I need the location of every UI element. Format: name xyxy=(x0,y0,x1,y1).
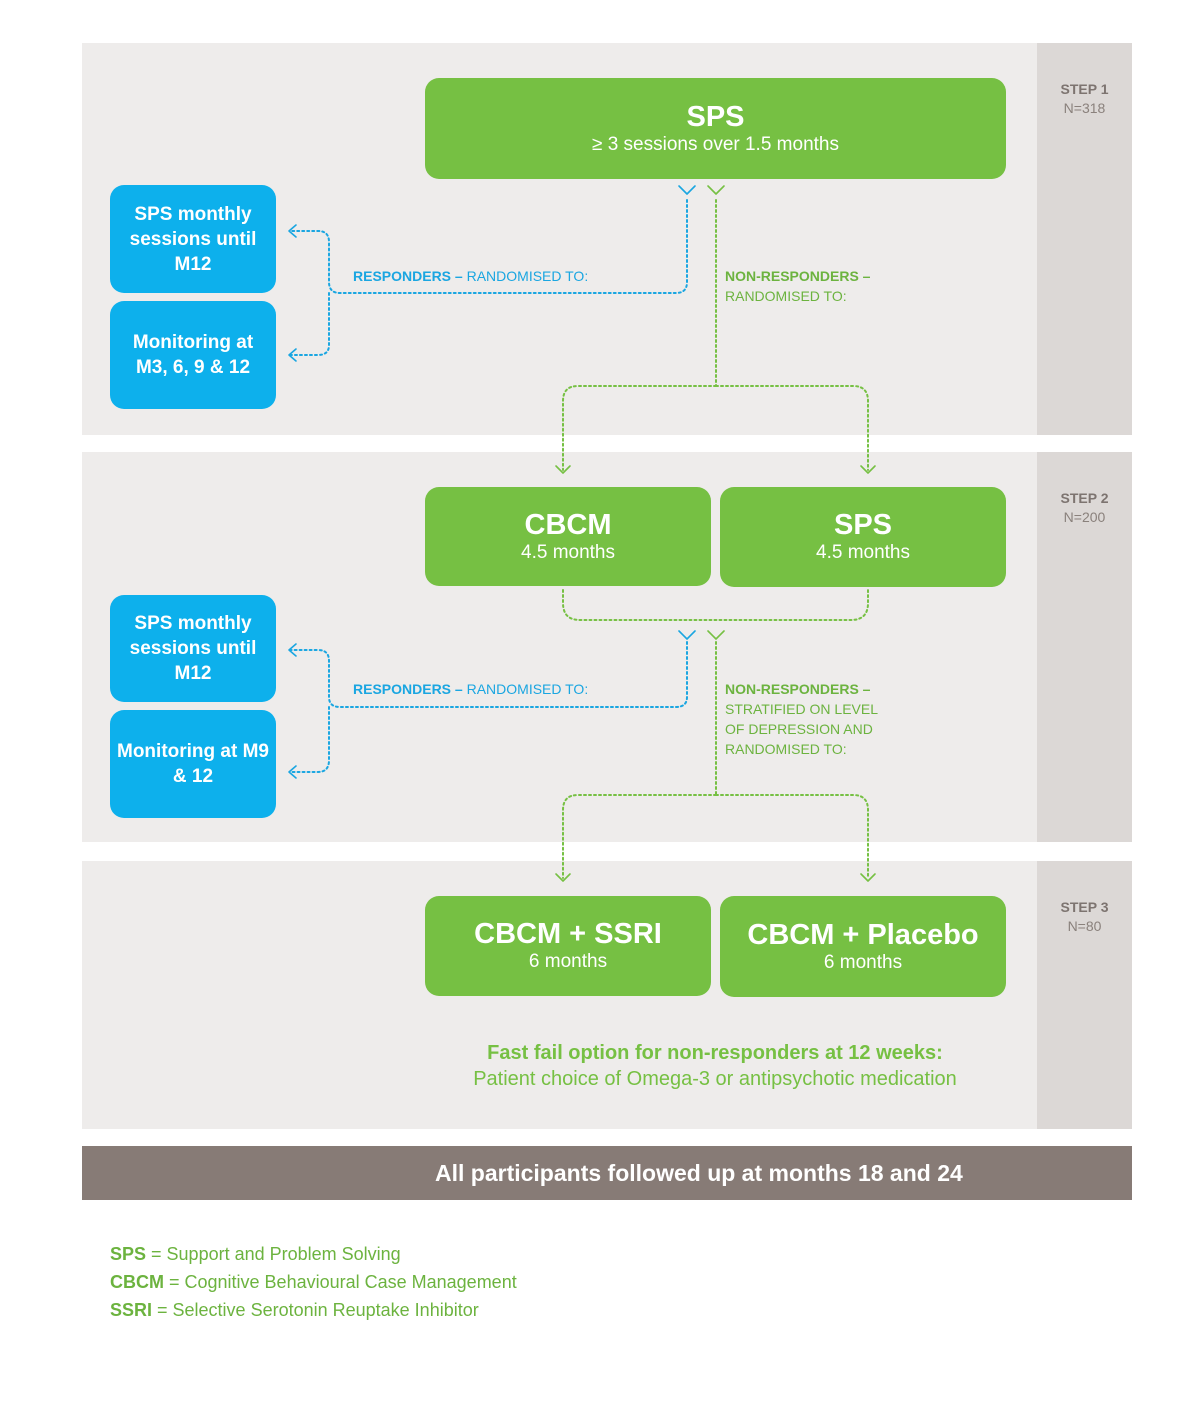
step1-sps-box: SPS ≥ 3 sessions over 1.5 months xyxy=(425,78,1006,179)
arrowhead-down-2 xyxy=(860,465,876,474)
arrowhead-down-4 xyxy=(860,873,876,882)
step1-responders-label: RESPONDERS – RANDOMISED TO: xyxy=(353,266,588,286)
step1-responders-bold: RESPONDERS – xyxy=(353,268,463,284)
legend-item-ssri: SSRI = Selective Serotonin Reuptake Inhi… xyxy=(110,1296,517,1324)
step2-nonresponders-line-1: STRATIFIED ON LEVEL xyxy=(725,701,878,717)
fast-fail-heading: Fast fail option for non-responders at 1… xyxy=(487,1042,943,1064)
step2-responders-label: RESPONDERS – RANDOMISED TO: xyxy=(353,679,588,699)
step2-cbcm-box: CBCM 4.5 months xyxy=(425,487,711,586)
step2-blue-chevron xyxy=(678,630,696,640)
step2-responder-line xyxy=(289,641,688,773)
step1-nonresponders-bold: NON-RESPONDERS – xyxy=(725,268,871,284)
step2-sps-subtitle: 4.5 months xyxy=(816,542,910,563)
step2-blue-box-1-text: SPS monthly sessions until M12 xyxy=(129,613,257,684)
step1-responders-text: RANDOMISED TO: xyxy=(462,268,589,284)
arrowhead-3 xyxy=(288,643,297,657)
arrowhead-2 xyxy=(288,348,297,362)
step2-nonresponders-bold: NON-RESPONDERS – xyxy=(725,681,871,697)
arrowhead-4 xyxy=(288,765,297,779)
fast-fail-note: Fast fail option for non-responders at 1… xyxy=(420,1040,1010,1092)
step2-nonresponder-line xyxy=(562,641,869,879)
arrowhead-down-1 xyxy=(555,465,571,474)
legend: SPS = Support and Problem Solving CBCM =… xyxy=(110,1240,517,1324)
step2-responders-text: RANDOMISED TO: xyxy=(462,681,589,697)
step1-blue-box-1-text: SPS monthly sessions until M12 xyxy=(129,203,257,275)
step1-blue-chevron xyxy=(678,185,696,195)
step1-title: STEP 1 xyxy=(1060,81,1109,97)
step1-blue-box-2-text: Monitoring at M3, 6, 9 & 12 xyxy=(132,332,254,378)
legend-def-cbcm: = Cognitive Behavioural Case Management xyxy=(164,1272,517,1292)
step3-title: STEP 3 xyxy=(1060,899,1109,915)
step3-ssri-box: CBCM + SSRI 6 months xyxy=(425,896,711,996)
step1-blue-box-2: Monitoring at M3, 6, 9 & 12 xyxy=(110,301,276,409)
step2-side xyxy=(1037,452,1132,842)
step1-sps-subtitle: ≥ 3 sessions over 1.5 months xyxy=(592,133,839,155)
legend-abbr-sps: SPS xyxy=(110,1244,147,1264)
step2-n: N=200 xyxy=(1063,509,1106,525)
step1-side xyxy=(1037,43,1132,435)
step3-placebo-title: CBCM + Placebo xyxy=(747,918,979,951)
step3-side xyxy=(1037,861,1132,1129)
followup-text: All participants followed up at months 1… xyxy=(435,1160,963,1186)
legend-item-cbcm: CBCM = Cognitive Behavioural Case Manage… xyxy=(110,1268,517,1296)
step2-merge-line xyxy=(562,589,869,621)
step3-label: STEP 3 N=80 xyxy=(1037,898,1132,936)
arrowhead-1 xyxy=(288,224,297,238)
step1-nonresponders-line-1: RANDOMISED TO: xyxy=(725,288,847,304)
legend-item-sps: SPS = Support and Problem Solving xyxy=(110,1240,517,1268)
step3-placebo-box: CBCM + Placebo 6 months xyxy=(720,896,1006,997)
legend-def-ssri: = Selective Serotonin Reuptake Inhibitor xyxy=(152,1300,479,1320)
step2-responders-bold: RESPONDERS – xyxy=(353,681,463,697)
step2-nonresponders-line-2: OF DEPRESSION AND xyxy=(725,721,873,737)
step2-blue-box-2-text: Monitoring at M9 & 12 xyxy=(117,741,269,787)
step1-blue-box-1: SPS monthly sessions until M12 xyxy=(110,185,276,293)
fast-fail-text: Patient choice of Omega-3 or antipsychot… xyxy=(473,1068,957,1090)
followup-bar: All participants followed up at months 1… xyxy=(82,1146,1132,1200)
step1-label: STEP 1 N=318 xyxy=(1037,80,1132,118)
legend-abbr-ssri: SSRI xyxy=(110,1300,153,1320)
step2-title: STEP 2 xyxy=(1060,490,1109,506)
legend-abbr-cbcm: CBCM xyxy=(110,1272,164,1292)
step1-nonresponders-label: NON-RESPONDERS – RANDOMISED TO: xyxy=(725,266,870,306)
step1-responder-line xyxy=(289,199,688,356)
step2-cbcm-subtitle: 4.5 months xyxy=(521,541,615,563)
step2-nonresponders-line-3: RANDOMISED TO: xyxy=(725,741,847,757)
step2-sps-title: SPS xyxy=(833,509,893,541)
step2-nonresponders-label: NON-RESPONDERS – STRATIFIED ON LEVEL OF … xyxy=(725,679,878,759)
step1-n: N=318 xyxy=(1063,100,1106,116)
step1-green-chevron xyxy=(707,185,725,195)
step2-blue-box-2: Monitoring at M9 & 12 xyxy=(110,710,276,818)
step2-sps-box: SPS 4.5 months xyxy=(720,487,1006,587)
step2-blue-box-1: SPS monthly sessions until M12 xyxy=(110,595,276,702)
step1-nonresponder-line xyxy=(562,199,869,471)
legend-def-sps: = Support and Problem Solving xyxy=(146,1244,401,1264)
step2-green-chevron xyxy=(707,630,725,640)
arrowhead-down-3 xyxy=(555,873,571,882)
step2-label: STEP 2 N=200 xyxy=(1037,489,1132,527)
step1-sps-title: SPS xyxy=(686,100,745,133)
step3-n: N=80 xyxy=(1067,918,1102,934)
step3-ssri-subtitle: 6 months xyxy=(528,951,608,972)
step3-placebo-subtitle: 6 months xyxy=(823,951,903,973)
step3-ssri-title: CBCM + SSRI xyxy=(474,918,662,950)
step2-cbcm-title: CBCM xyxy=(524,508,612,541)
